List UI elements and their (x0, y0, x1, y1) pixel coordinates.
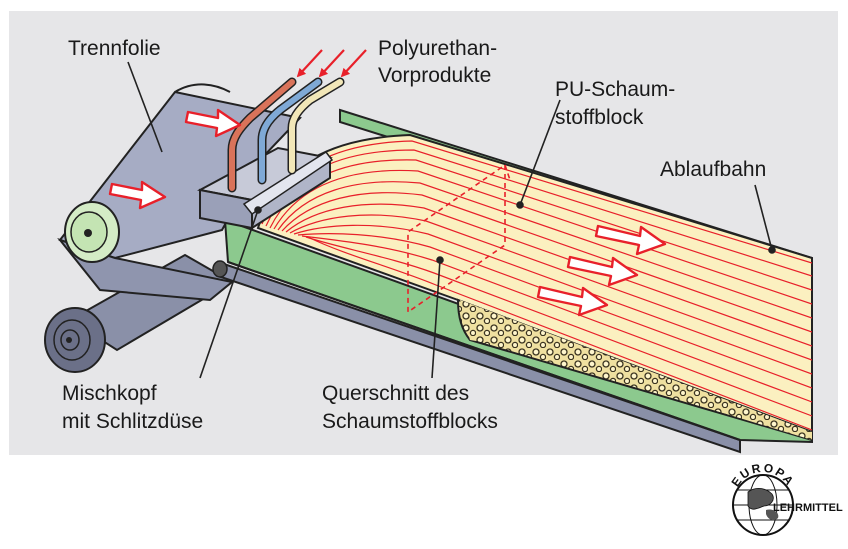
flow-arrow-icon (566, 255, 639, 287)
cross-section-marker (407, 163, 511, 314)
europa-lehrmittel-logo: EUROPA LEHRMITTEL (729, 461, 843, 536)
logo-bottom-text: LEHRMITTEL (773, 502, 843, 514)
input-arrows (296, 49, 367, 78)
globe-icon (732, 474, 794, 536)
leader-lines (127, 61, 776, 379)
label-polyurethan-line2: Vorprodukte (378, 64, 491, 87)
label-mischkopf-line2: mit Schlitzdüse (62, 410, 203, 433)
flow-arrow-icon (318, 49, 345, 78)
direction-arrows (108, 108, 667, 317)
label-querschnitt-line1: Querschnitt des (322, 382, 469, 405)
finished-foam-cells-strip (460, 300, 812, 440)
label-querschnitt-line2: Schaumstoffblocks (322, 410, 498, 433)
flow-arrow-icon (184, 108, 242, 138)
label-mischkopf-line1: Mischkopf (62, 382, 157, 405)
label-pu-block-line2: stoffblock (555, 106, 644, 129)
label-trennfolie: Trennfolie (68, 37, 161, 60)
flow-arrow-icon (340, 49, 367, 78)
flow-arrow-icon (108, 180, 167, 210)
feed-pipes (227, 77, 345, 193)
conveyor-rail (212, 260, 741, 454)
label-polyurethan-line1: Polyurethan- (378, 37, 497, 60)
film-roll-top (64, 201, 120, 263)
label-pu-block-line1: PU-Schaum- (555, 78, 675, 101)
flow-arrow-icon (594, 224, 667, 256)
label-ablaufbahn: Ablaufbahn (660, 158, 766, 181)
flow-arrow-icon (536, 285, 609, 317)
flow-arrow-icon (296, 49, 323, 78)
